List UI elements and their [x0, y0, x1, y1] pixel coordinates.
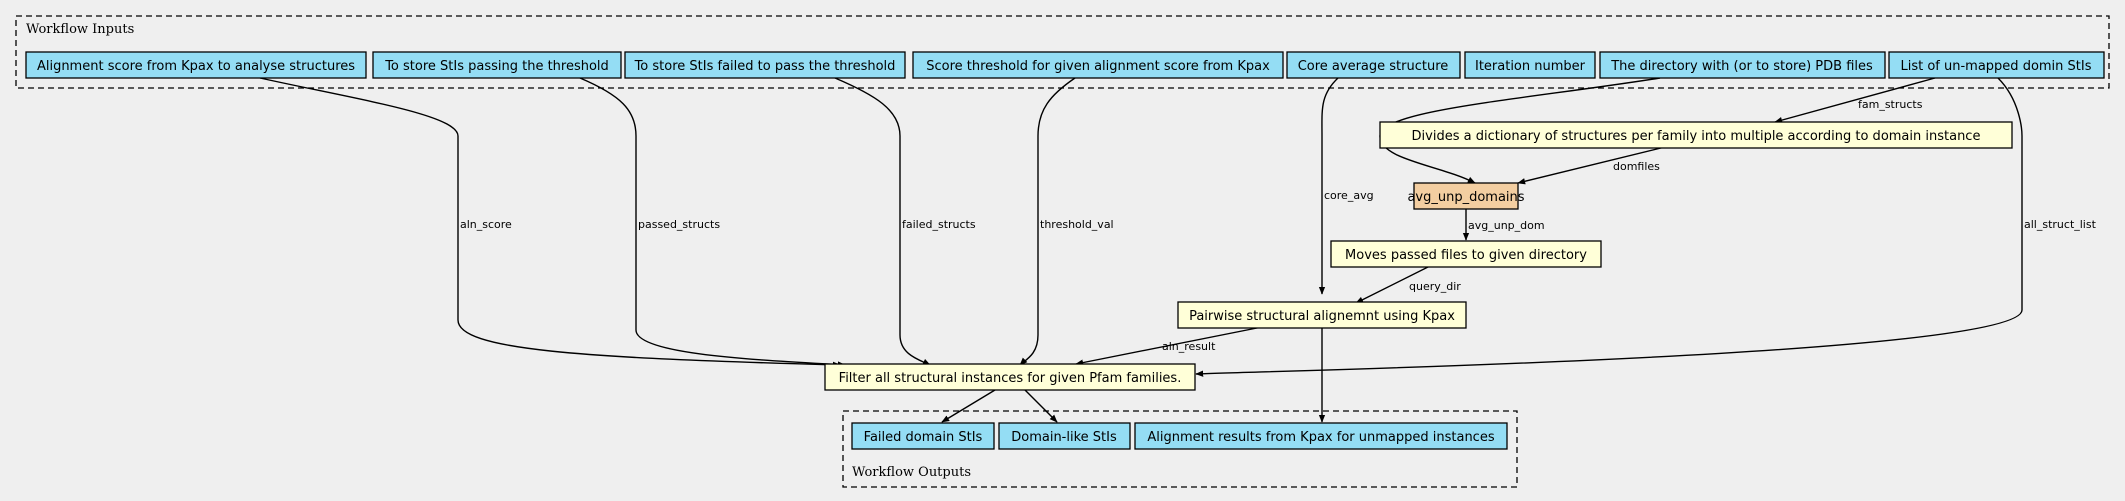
- node-label: Score threshold for given alignment scor…: [926, 59, 1270, 74]
- node-avg-unp-domains-step[interactable]: avg_unp_domains: [1407, 182, 1525, 210]
- edge-label-core-avg: core_avg: [1324, 189, 1374, 202]
- node-label: The directory with (or to store) PDB fil…: [1610, 59, 1873, 74]
- edge-label-avg-unp-dom: avg_unp_dom: [1468, 219, 1545, 232]
- edge-label-failed-structs: failed_structs: [902, 218, 976, 231]
- edge-core-avg: [1318, 77, 1339, 295]
- node-label: Filter all structural instances for give…: [839, 371, 1182, 386]
- node-label: List of un-mapped domin StIs: [1900, 59, 2091, 74]
- workflow-inputs-label: Workflow Inputs: [26, 22, 134, 37]
- node-domain-like-output[interactable]: Domain-like StIs: [998, 422, 1131, 450]
- edge-threshold-val: [1019, 77, 1076, 366]
- workflow-outputs-cluster: Workflow Outputs: [842, 410, 1518, 488]
- step-nodes: Divides a dictionary of structures per f…: [824, 121, 2013, 391]
- node-divide-step[interactable]: Divides a dictionary of structures per f…: [1379, 121, 2013, 149]
- edge-fam-structs: [1774, 77, 1936, 124]
- node-kpax-alignment-step[interactable]: Pairwise structural alignemnt using Kpax: [1177, 301, 1467, 329]
- edge-label-aln-result: aln_result: [1162, 340, 1216, 353]
- node-label: To store StIs failed to pass the thresho…: [634, 59, 896, 74]
- edge-aln-result: [1075, 326, 1263, 366]
- node-label: Alignment score from Kpax to analyse str…: [37, 59, 355, 74]
- node-label: To store StIs passing the threshold: [384, 59, 609, 74]
- node-aln-score-input[interactable]: Alignment score from Kpax to analyse str…: [25, 51, 367, 79]
- edge-label-threshold-val: threshold_val: [1040, 218, 1114, 231]
- node-label: Domain-like StIs: [1011, 430, 1117, 445]
- edge-label-passed-structs: passed_structs: [638, 218, 720, 231]
- node-failed-domain-output[interactable]: Failed domain StIs: [851, 422, 995, 450]
- edge-aln-score: [259, 77, 841, 369]
- node-filter-step[interactable]: Filter all structural instances for give…: [824, 363, 1196, 391]
- node-label: Iteration number: [1475, 59, 1586, 74]
- edge-filter-failed: [941, 389, 996, 423]
- node-move-files-step[interactable]: Moves passed files to given directory: [1330, 240, 1602, 268]
- node-label: avg_unp_domains: [1407, 190, 1524, 205]
- input-nodes: Alignment score from Kpax to analyse str…: [25, 51, 2105, 79]
- node-label: Moves passed files to given directory: [1345, 248, 1587, 263]
- edge-all-struct-list: [1195, 77, 2023, 377]
- output-nodes: Failed domain StIs Domain-like StIs Alig…: [851, 422, 1508, 450]
- node-label: Core average structure: [1298, 59, 1449, 74]
- node-label: Alignment results from Kpax for unmapped…: [1147, 430, 1494, 445]
- edge-passed-structs: [579, 77, 846, 368]
- node-label: Divides a dictionary of structures per f…: [1412, 129, 1981, 144]
- node-iteration-number-input[interactable]: Iteration number: [1464, 51, 1596, 79]
- node-passed-threshold-input[interactable]: To store StIs passing the threshold: [372, 51, 622, 79]
- node-failed-threshold-input[interactable]: To store StIs failed to pass the thresho…: [624, 51, 906, 79]
- node-pdb-directory-input[interactable]: The directory with (or to store) PDB fil…: [1599, 51, 1886, 79]
- edge-domfiles: [1517, 146, 1666, 185]
- edge-label-domfiles: domfiles: [1613, 160, 1660, 173]
- edge-label-fam-structs: fam_structs: [1858, 98, 1923, 111]
- node-label: Failed domain StIs: [864, 430, 983, 445]
- edge-query-dir: [1355, 264, 1433, 304]
- node-unmapped-stis-input[interactable]: List of un-mapped domin StIs: [1888, 51, 2105, 79]
- node-score-threshold-input[interactable]: Score threshold for given alignment scor…: [912, 51, 1284, 79]
- edge-label-all-struct-list: all_struct_list: [2024, 218, 2097, 231]
- workflow-outputs-label: Workflow Outputs: [852, 465, 971, 480]
- edge-label-query-dir: query_dir: [1409, 280, 1461, 293]
- node-core-average-input[interactable]: Core average structure: [1286, 51, 1461, 79]
- edge-label-aln-score: aln_score: [460, 218, 512, 231]
- node-alignment-results-output[interactable]: Alignment results from Kpax for unmapped…: [1134, 422, 1508, 450]
- node-label: Pairwise structural alignemnt using Kpax: [1189, 309, 1455, 324]
- edge-failed-structs: [834, 77, 931, 366]
- edge-filter-domainlike: [1024, 389, 1058, 423]
